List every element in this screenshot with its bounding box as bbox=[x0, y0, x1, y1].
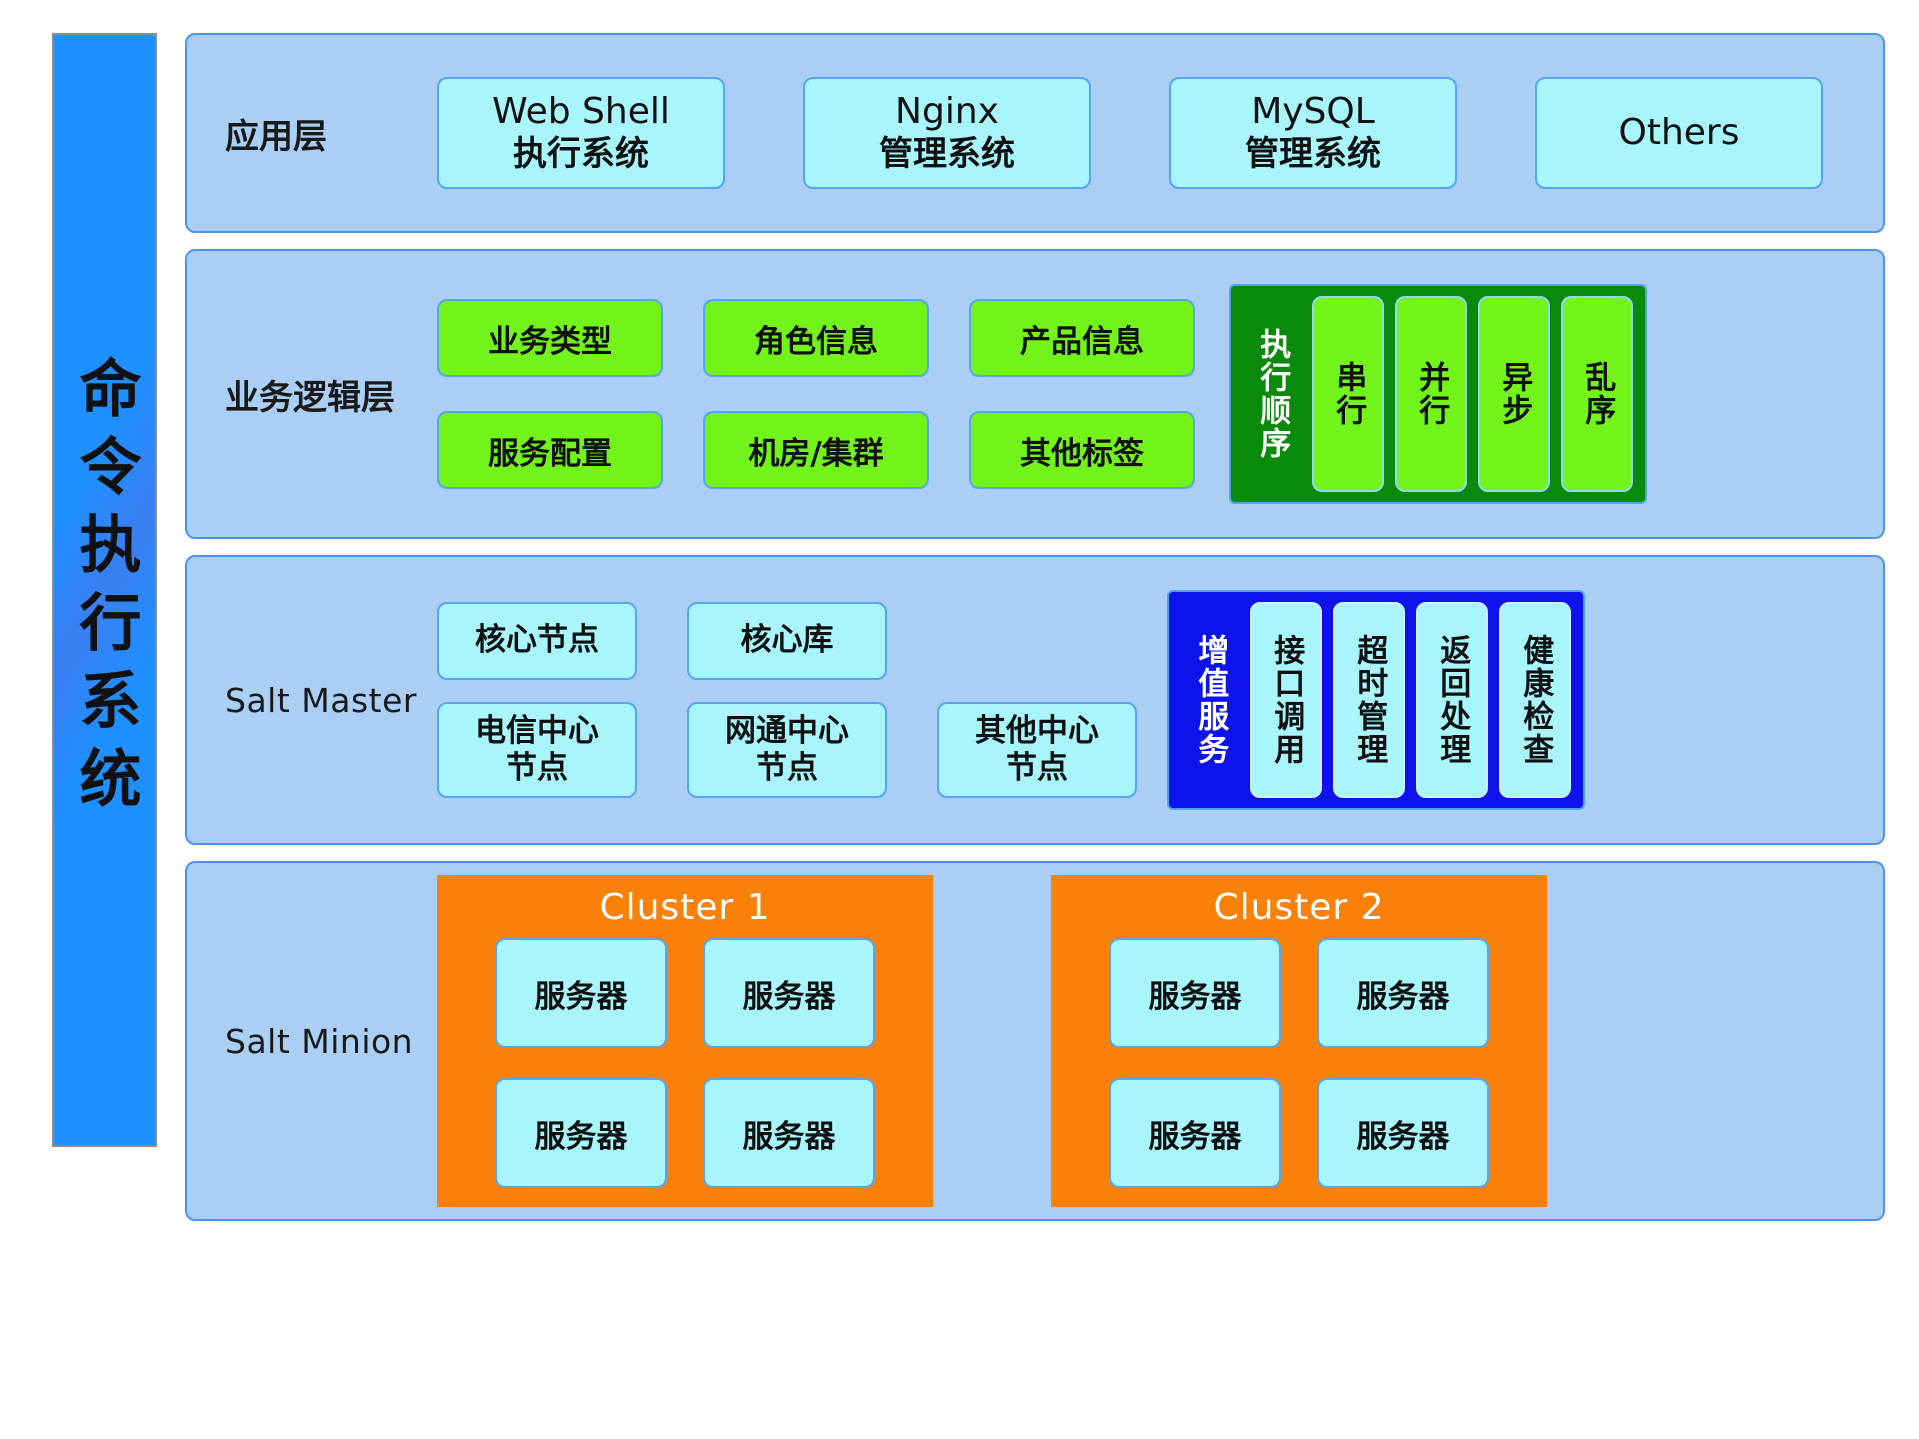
system-title: 命令执行系统 bbox=[68, 356, 142, 824]
business-tag-product-info[interactable]: 产品信息 bbox=[969, 299, 1195, 377]
layer-salt-minion: Salt Minion Cluster 1 服务器 服务器 服务器 服务器 Cl… bbox=[185, 861, 1885, 1221]
value-added-timeout-management[interactable]: 超时管理 bbox=[1333, 602, 1405, 798]
cluster-1-server-3[interactable]: 服务器 bbox=[495, 1078, 667, 1188]
layer-application: 应用层 Web Shell 执行系统 Nginx 管理系统 MySQL 管理系统 bbox=[185, 33, 1885, 233]
app-card-others[interactable]: Others bbox=[1535, 77, 1823, 189]
layer-salt-minion-label: Salt Minion bbox=[225, 1021, 414, 1061]
layer-business-logic-body: 业务类型 角色信息 产品信息 服务配置 机房/集群 其他标签 执行顺序 串行 并… bbox=[437, 251, 1883, 537]
business-tag-other-tags[interactable]: 其他标签 bbox=[969, 411, 1195, 489]
salt-master-unicom-center-node[interactable]: 网通中心节点 bbox=[687, 702, 887, 798]
layer-business-logic: 业务逻辑层 业务类型 角色信息 产品信息 服务配置 机房/集群 其他标签 执行顺… bbox=[185, 249, 1885, 539]
layer-application-body: Web Shell 执行系统 Nginx 管理系统 MySQL 管理系统 Oth… bbox=[437, 35, 1883, 231]
app-card-nginx-line1: Nginx bbox=[895, 91, 999, 133]
value-added-api-call[interactable]: 接口调用 bbox=[1250, 602, 1322, 798]
app-card-mysql-line2: 管理系统 bbox=[1245, 134, 1381, 175]
cluster-2-server-4[interactable]: 服务器 bbox=[1317, 1078, 1489, 1188]
value-added-service-panel: 增值服务 接口调用 超时管理 返回处理 健康检查 bbox=[1167, 590, 1585, 810]
cluster-1-title: Cluster 1 bbox=[599, 887, 771, 928]
app-card-web-shell[interactable]: Web Shell 执行系统 bbox=[437, 77, 725, 189]
execution-order-async[interactable]: 异步 bbox=[1478, 296, 1550, 492]
layer-salt-minion-body: Cluster 1 服务器 服务器 服务器 服务器 Cluster 2 服务器 … bbox=[437, 863, 1883, 1219]
business-tag-service-config[interactable]: 服务配置 bbox=[437, 411, 663, 489]
cluster-1-server-2[interactable]: 服务器 bbox=[703, 938, 875, 1048]
cluster-2-title: Cluster 2 bbox=[1213, 887, 1385, 928]
cluster-2-server-3[interactable]: 服务器 bbox=[1109, 1078, 1281, 1188]
cluster-1-server-4[interactable]: 服务器 bbox=[703, 1078, 875, 1188]
cluster-2-server-grid: 服务器 服务器 服务器 服务器 bbox=[1109, 938, 1489, 1188]
value-added-service-panel-title: 增值服务 bbox=[1192, 634, 1229, 766]
app-card-mysql[interactable]: MySQL 管理系统 bbox=[1169, 77, 1457, 189]
execution-order-random[interactable]: 乱序 bbox=[1561, 296, 1633, 492]
value-added-return-handling[interactable]: 返回处理 bbox=[1416, 602, 1488, 798]
app-card-web-shell-line2: 执行系统 bbox=[513, 134, 649, 175]
cluster-1: Cluster 1 服务器 服务器 服务器 服务器 bbox=[437, 875, 933, 1207]
business-tag-role-info[interactable]: 角色信息 bbox=[703, 299, 929, 377]
layer-stack: 应用层 Web Shell 执行系统 Nginx 管理系统 MySQL 管理系统 bbox=[185, 33, 1885, 1221]
layer-business-logic-label: 业务逻辑层 bbox=[225, 377, 395, 418]
salt-master-node-grid: 核心节点 核心库 电信中心节点 网通中心节点 其他中心节点 bbox=[437, 602, 1137, 798]
system-title-bar: 命令执行系统 bbox=[52, 33, 157, 1147]
app-card-nginx[interactable]: Nginx 管理系统 bbox=[803, 77, 1091, 189]
business-tag-business-type[interactable]: 业务类型 bbox=[437, 299, 663, 377]
business-tag-idc-cluster[interactable]: 机房/集群 bbox=[703, 411, 929, 489]
execution-order-parallel[interactable]: 并行 bbox=[1395, 296, 1467, 492]
layer-application-label: 应用层 bbox=[225, 116, 327, 157]
business-tag-grid: 业务类型 角色信息 产品信息 服务配置 机房/集群 其他标签 bbox=[437, 299, 1195, 489]
cluster-2: Cluster 2 服务器 服务器 服务器 服务器 bbox=[1051, 875, 1547, 1207]
salt-master-core-db[interactable]: 核心库 bbox=[687, 602, 887, 680]
cluster-1-server-1[interactable]: 服务器 bbox=[495, 938, 667, 1048]
cluster-2-server-1[interactable]: 服务器 bbox=[1109, 938, 1281, 1048]
execution-order-panel-title: 执行顺序 bbox=[1254, 328, 1291, 460]
value-added-health-check[interactable]: 健康检查 bbox=[1499, 602, 1571, 798]
cluster-2-server-2[interactable]: 服务器 bbox=[1317, 938, 1489, 1048]
application-card-group: Web Shell 执行系统 Nginx 管理系统 MySQL 管理系统 Oth… bbox=[437, 77, 1841, 189]
layer-salt-master-label: Salt Master bbox=[225, 680, 417, 720]
salt-master-core-node[interactable]: 核心节点 bbox=[437, 602, 637, 680]
cluster-1-server-grid: 服务器 服务器 服务器 服务器 bbox=[495, 938, 875, 1188]
layer-salt-master: Salt Master 核心节点 核心库 电信中心节点 网通中心节点 其他中心节… bbox=[185, 555, 1885, 845]
app-card-mysql-line1: MySQL bbox=[1251, 91, 1375, 133]
app-card-nginx-line2: 管理系统 bbox=[879, 134, 1015, 175]
execution-order-serial[interactable]: 串行 bbox=[1312, 296, 1384, 492]
app-card-web-shell-line1: Web Shell bbox=[492, 91, 670, 133]
app-card-others-line1: Others bbox=[1618, 112, 1740, 154]
salt-master-other-center-node[interactable]: 其他中心节点 bbox=[937, 702, 1137, 798]
execution-order-panel: 执行顺序 串行 并行 异步 乱序 bbox=[1229, 284, 1647, 504]
salt-master-telecom-center-node[interactable]: 电信中心节点 bbox=[437, 702, 637, 798]
layer-salt-master-body: 核心节点 核心库 电信中心节点 网通中心节点 其他中心节点 增值服务 接口调用 … bbox=[437, 557, 1883, 843]
